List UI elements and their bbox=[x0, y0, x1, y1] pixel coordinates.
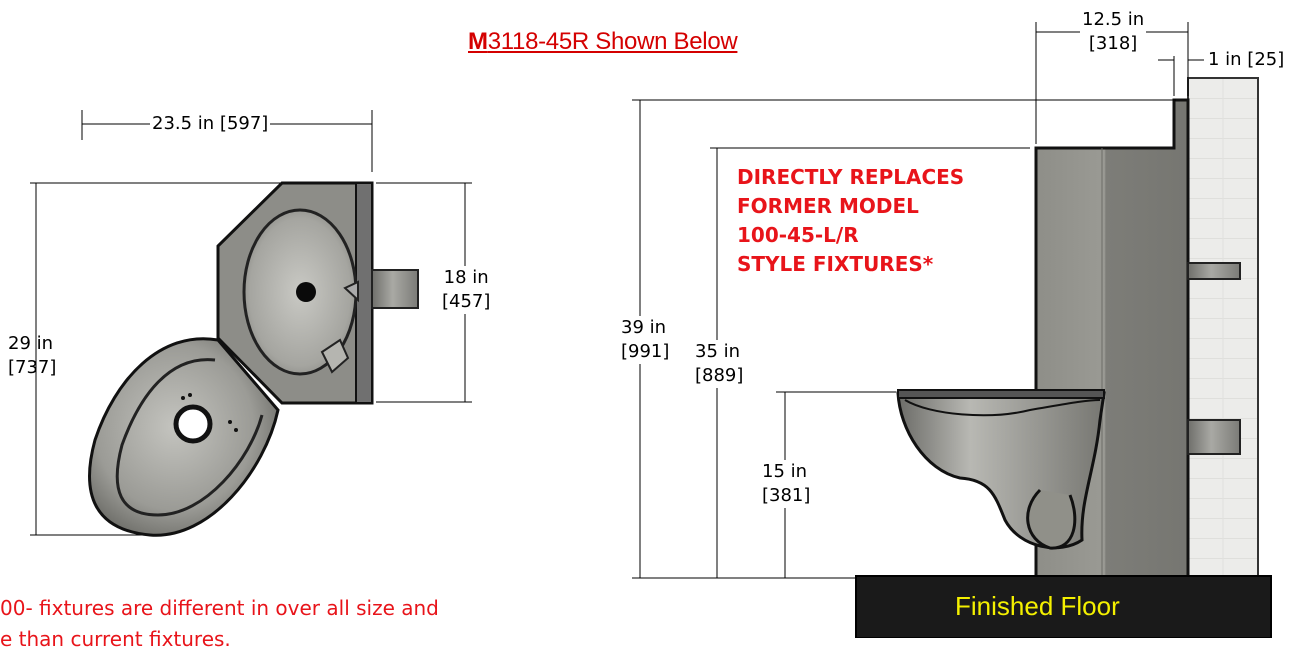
wall-gap-label: 1 in [25] bbox=[1206, 48, 1287, 72]
plan-depth-mm: [737] bbox=[8, 357, 57, 378]
elevation-view bbox=[632, 22, 1272, 639]
bowl-height-in: 15 in bbox=[762, 461, 808, 482]
plan-view bbox=[30, 110, 472, 537]
waste-pipe bbox=[371, 269, 419, 309]
total-height-label: 39 in [991] bbox=[619, 316, 672, 364]
toilet-outlet bbox=[173, 404, 213, 444]
plan-width-label: 23.5 in [597] bbox=[150, 112, 271, 136]
sink-drain bbox=[296, 282, 316, 302]
plan-depth-label: 29 in [737] bbox=[6, 332, 58, 380]
bowl-height-label: 15 in [381] bbox=[760, 460, 813, 508]
top-depth-mm: [318] bbox=[1088, 33, 1138, 54]
footnote-line-2: e than current fixtures. bbox=[0, 627, 231, 651]
lower-pipe bbox=[1187, 419, 1241, 455]
total-height-in: 39 in bbox=[621, 317, 667, 338]
callout-line-2: FORMER MODEL bbox=[737, 194, 919, 218]
fixture-spec-diagram: M3118-45R Shown Below 23.5 in [597] 29 i… bbox=[0, 8, 1287, 651]
footnote-line-1: 00- fixtures are different in over all s… bbox=[0, 596, 439, 620]
chase-height-label: 35 in [889] bbox=[693, 340, 746, 388]
callout-line-3: 100-45-L/R bbox=[737, 223, 859, 247]
total-height-mm: [991] bbox=[621, 341, 670, 362]
lavatory-depth-in: 18 in bbox=[443, 267, 489, 288]
top-depth-label: 12.5 in [318] bbox=[1080, 8, 1147, 56]
finished-floor-label: Finished Floor bbox=[955, 591, 1120, 621]
plan-depth-in: 29 in bbox=[8, 333, 54, 354]
top-depth-in: 12.5 in bbox=[1082, 9, 1145, 30]
replacement-callout: DIRECTLY REPLACES FORMER MODEL 100-45-L/… bbox=[737, 163, 964, 279]
chase-height-mm: [889] bbox=[695, 365, 744, 386]
callout-line-1: DIRECTLY REPLACES bbox=[737, 165, 965, 189]
upper-pipe bbox=[1187, 262, 1241, 280]
model-title: M3118-45R Shown Below bbox=[468, 28, 738, 55]
callout-line-4: STYLE FIXTURES* bbox=[737, 252, 934, 276]
bowl-height-mm: [381] bbox=[762, 485, 811, 506]
lavatory-depth-label: 18 in [457] bbox=[440, 266, 493, 314]
tiled-wall bbox=[1187, 77, 1259, 579]
lavatory-depth-mm: [457] bbox=[442, 291, 491, 312]
finished-floor bbox=[855, 575, 1272, 639]
chase-height-in: 35 in bbox=[695, 341, 741, 362]
diagram-drawing bbox=[30, 22, 1272, 639]
footnote: 00- fixtures are different in over all s… bbox=[0, 593, 439, 655]
